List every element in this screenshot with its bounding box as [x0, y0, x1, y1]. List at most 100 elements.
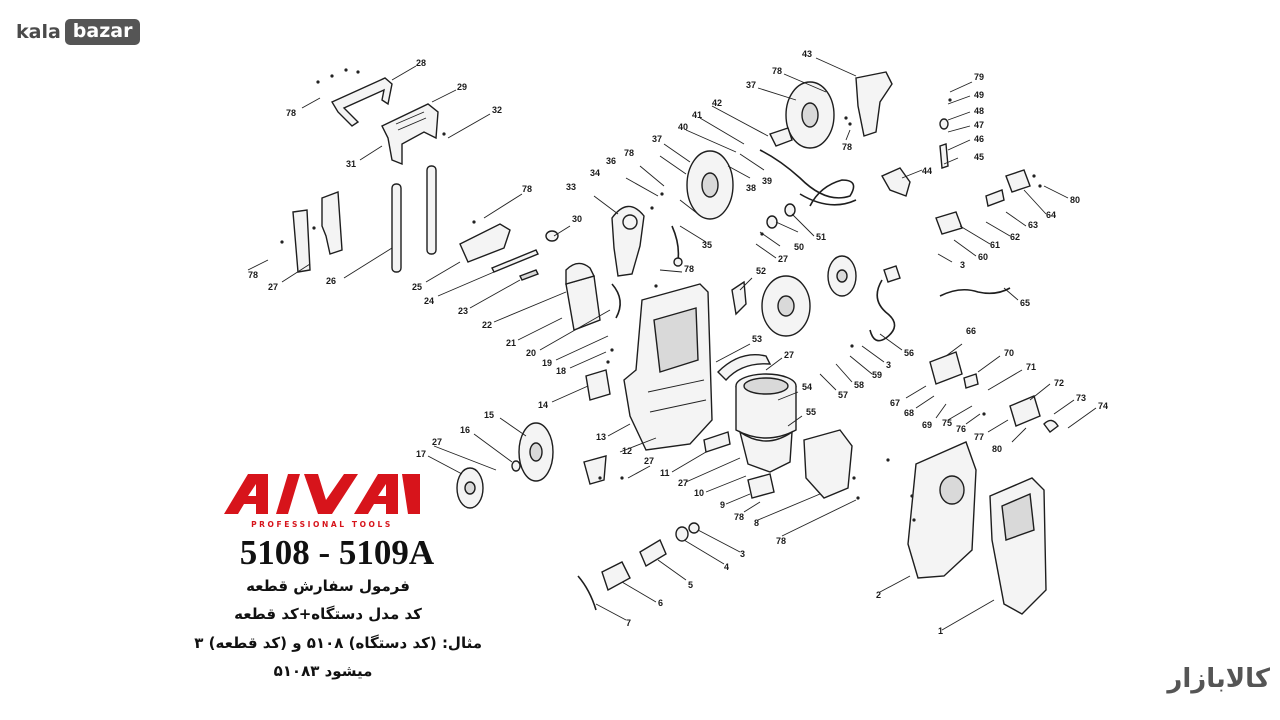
label-25: 25 — [412, 282, 422, 292]
label-23: 23 — [458, 306, 468, 316]
part-17-gear — [456, 467, 484, 509]
label-78: 78 — [684, 264, 694, 274]
label-21: 21 — [506, 338, 516, 348]
label-44: 44 — [922, 166, 932, 176]
label-33: 33 — [566, 182, 576, 192]
label-36: 36 — [606, 156, 616, 166]
label-50: 50 — [794, 242, 804, 252]
label-77: 77 — [974, 432, 984, 442]
label-69: 69 — [922, 420, 932, 430]
label-16: 16 — [460, 425, 470, 435]
label-60: 60 — [978, 252, 988, 262]
part-22-detergent-tank — [565, 262, 601, 331]
label-78: 78 — [286, 108, 296, 118]
part-65-cable — [939, 287, 1011, 297]
order-formula-example: مثال: (کد دستگاه) ۵۱۰۸ و (کد قطعه) ۳ — [194, 634, 482, 652]
label-80: 80 — [1070, 195, 1080, 205]
part-15-wheel — [518, 422, 554, 482]
part-27-gear-disc — [827, 255, 857, 297]
label-27: 27 — [268, 282, 278, 292]
part-26-frame-tubes — [391, 165, 437, 273]
label-61: 61 — [990, 240, 1000, 250]
label-67: 67 — [890, 398, 900, 408]
part-2-front-cover — [907, 441, 977, 579]
label-11: 11 — [660, 468, 670, 478]
leader-lines — [247, 57, 1097, 631]
aiva-logo — [224, 474, 420, 514]
label-24: 24 — [424, 296, 434, 306]
label-34: 34 — [590, 168, 600, 178]
part-55-pump-head — [738, 430, 793, 473]
order-formula-title: فرمول سفارش قطعه — [246, 577, 410, 595]
label-2: 2 — [876, 590, 881, 600]
label-5: 5 — [688, 580, 693, 590]
part-42-hose-connector — [769, 127, 793, 147]
part-60-64-switch-parts — [935, 169, 1031, 235]
label-76: 76 — [956, 424, 966, 434]
label-63: 63 — [1028, 220, 1038, 230]
part-66-switch-box — [929, 351, 963, 385]
label-9: 9 — [720, 500, 725, 510]
label-37: 37 — [746, 80, 756, 90]
part-52-bracket — [731, 280, 747, 316]
label-45: 45 — [974, 152, 984, 162]
part-9-block — [747, 473, 775, 499]
brand-suffix: bazar — [64, 19, 141, 45]
label-15: 15 — [484, 410, 494, 420]
part-16-cap — [511, 460, 521, 472]
part-73-knob — [1043, 419, 1059, 433]
label-19: 19 — [542, 358, 552, 368]
label-35: 35 — [702, 240, 712, 250]
label-48: 48 — [974, 106, 984, 116]
kalabazar-brand-badge: kala bazar — [16, 17, 141, 47]
label-12: 12 — [622, 446, 632, 456]
label-78: 78 — [522, 184, 532, 194]
label-78: 78 — [772, 66, 782, 76]
part-number-labels: 28 29 32 78 31 78 30 78 27 26 25 24 23 2… — [248, 49, 1108, 636]
label-52: 52 — [756, 266, 766, 276]
label-51: 51 — [816, 232, 826, 242]
part-53-pipe — [717, 354, 772, 382]
label-75: 75 — [942, 418, 952, 428]
label-18: 18 — [556, 366, 566, 376]
label-66: 66 — [966, 326, 976, 336]
aiva-wordmark-shapes — [224, 474, 420, 514]
part-50-51-knobs — [766, 203, 796, 229]
label-8: 8 — [754, 518, 759, 528]
part-53-wheel — [761, 275, 811, 337]
label-7: 7 — [626, 618, 631, 628]
label-27: 27 — [784, 350, 794, 360]
label-47: 47 — [974, 120, 984, 130]
label-38: 38 — [746, 183, 756, 193]
label-32: 32 — [492, 105, 502, 115]
part-39-coiled-hose — [759, 149, 857, 207]
part-30-ring — [545, 230, 559, 242]
label-22: 22 — [482, 320, 492, 330]
part-54-motor — [735, 373, 797, 439]
label-3: 3 — [740, 549, 745, 559]
label-39: 39 — [762, 176, 772, 186]
label-49: 49 — [974, 90, 984, 100]
label-30: 30 — [572, 214, 582, 224]
label-78: 78 — [842, 142, 852, 152]
part-35-fitting — [671, 225, 683, 267]
part-25-valve-block — [459, 223, 511, 263]
label-78: 78 — [624, 148, 634, 158]
label-26: 26 — [326, 276, 336, 286]
label-55: 55 — [806, 407, 816, 417]
part-24-23-strips — [491, 249, 539, 281]
label-57: 57 — [838, 390, 848, 400]
label-68: 68 — [904, 408, 914, 418]
order-formula-rule: کد مدل دستگاه+کد قطعه — [234, 605, 422, 623]
part-43-reel-crank — [855, 71, 893, 137]
brand-prefix: kala — [16, 21, 61, 43]
part-37-hose-reel-top — [785, 81, 835, 149]
label-28: 28 — [416, 58, 426, 68]
label-59: 59 — [872, 370, 882, 380]
part-70-71-parts — [963, 373, 979, 389]
label-3: 3 — [886, 360, 891, 370]
label-27: 27 — [678, 478, 688, 488]
label-20: 20 — [526, 348, 536, 358]
